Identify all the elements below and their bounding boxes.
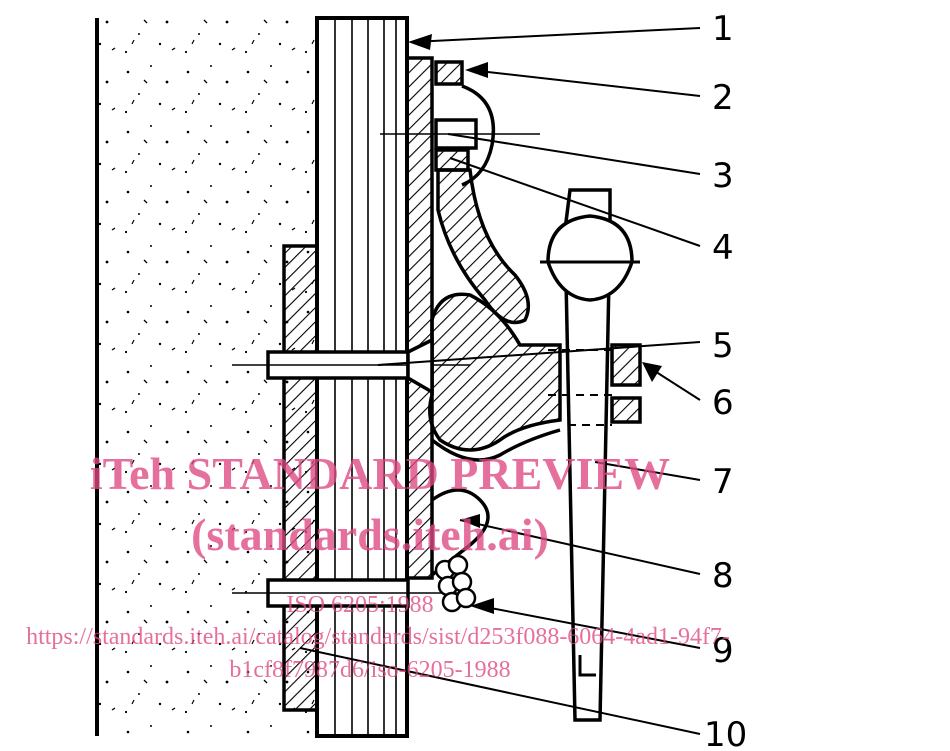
callout-7: 7 xyxy=(712,462,734,502)
callout-1: 1 xyxy=(712,9,734,49)
callout-8: 8 xyxy=(712,556,734,596)
callout-5: 5 xyxy=(712,326,734,366)
weld-bead xyxy=(434,554,477,613)
watermark-title: iTeh STANDARD PREVIEW xyxy=(89,448,671,499)
bracket-casting xyxy=(428,292,562,577)
watermark-url-line2: b1cf8f7987d6/iso-6205-1988 xyxy=(229,657,511,683)
bracket-nut xyxy=(610,343,642,424)
spring-arm xyxy=(436,168,531,325)
callout-6: 6 xyxy=(712,383,734,423)
callout-4: 4 xyxy=(712,228,734,268)
leader-lines xyxy=(299,27,701,735)
callout-3: 3 xyxy=(712,156,734,196)
vertical-pin xyxy=(540,188,640,722)
backing-plate xyxy=(405,56,434,580)
watermark-url-line1: https://standards.iteh.ai/catalog/standa… xyxy=(26,624,730,650)
callout-9: 9 xyxy=(712,631,734,671)
clamp-block xyxy=(282,244,319,712)
lower-through-bolt xyxy=(232,578,470,608)
callout-10: 10 xyxy=(704,715,747,751)
arrowheads xyxy=(408,34,662,614)
watermark-code: ISO 6205:1988 xyxy=(286,592,434,618)
top-fixing xyxy=(380,60,540,187)
callout-2: 2 xyxy=(712,78,734,118)
watermark-subtitle: (standards.iteh.ai) xyxy=(191,509,549,560)
